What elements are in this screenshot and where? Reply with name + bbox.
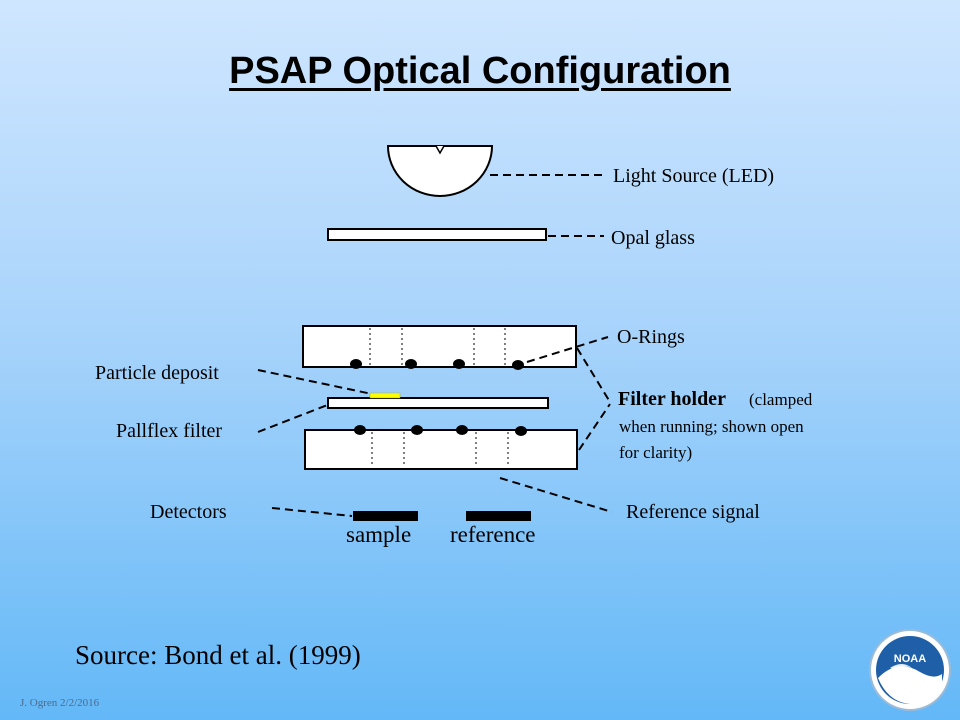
light-source-label: Light Source (LED) bbox=[613, 165, 774, 187]
noaa-logo-text: NOAA bbox=[894, 653, 926, 665]
noaa-logo: NOAA bbox=[869, 629, 951, 711]
filter-holder-leader-lower bbox=[578, 403, 611, 451]
o-rings-lower bbox=[354, 425, 527, 436]
reference-detector-label: reference bbox=[450, 522, 536, 547]
footer-author-date: J. Ogren 2/2/2016 bbox=[20, 697, 100, 709]
sample-detector-label: sample bbox=[346, 522, 411, 547]
pallflex-filter bbox=[327, 397, 549, 409]
opal-glass-label: Opal glass bbox=[611, 227, 695, 249]
reference-signal-label: Reference signal bbox=[626, 501, 760, 523]
pallflex-filter-label: Pallflex filter bbox=[116, 420, 222, 442]
filter-holder-note-3: for clarity) bbox=[619, 443, 692, 462]
filter-holder-note-1: (clamped bbox=[749, 390, 813, 409]
pallflex-filter-leader bbox=[257, 403, 331, 433]
led-notch bbox=[435, 145, 445, 155]
particle-deposit-leader bbox=[257, 369, 373, 395]
reference-detector bbox=[466, 511, 531, 521]
detectors-leader bbox=[271, 507, 353, 517]
opal-glass bbox=[327, 228, 547, 241]
o-rings-leader bbox=[526, 336, 609, 363]
detectors-label: Detectors bbox=[150, 501, 227, 523]
filter-holder-lower bbox=[304, 429, 578, 470]
filter-holder-leader-upper bbox=[576, 347, 611, 403]
particle-deposit-label: Particle deposit bbox=[95, 362, 219, 384]
o-rings-label: O-Rings bbox=[617, 326, 685, 348]
source-citation: Source: Bond et al. (1999) bbox=[75, 640, 361, 670]
filter-holder-upper bbox=[302, 325, 577, 368]
upper-dotted-channels bbox=[369, 328, 506, 365]
o-rings-upper bbox=[350, 359, 524, 370]
filter-holder-label: Filter holder bbox=[618, 388, 726, 410]
filter-holder-note-2: when running; shown open bbox=[619, 417, 804, 436]
slide-title: PSAP Optical Configuration bbox=[229, 50, 731, 92]
lower-dotted-channels bbox=[371, 432, 509, 467]
light-source-led bbox=[386, 145, 494, 197]
sample-detector bbox=[353, 511, 418, 521]
particle-deposit bbox=[369, 392, 401, 399]
reference-signal-leader bbox=[499, 477, 613, 513]
